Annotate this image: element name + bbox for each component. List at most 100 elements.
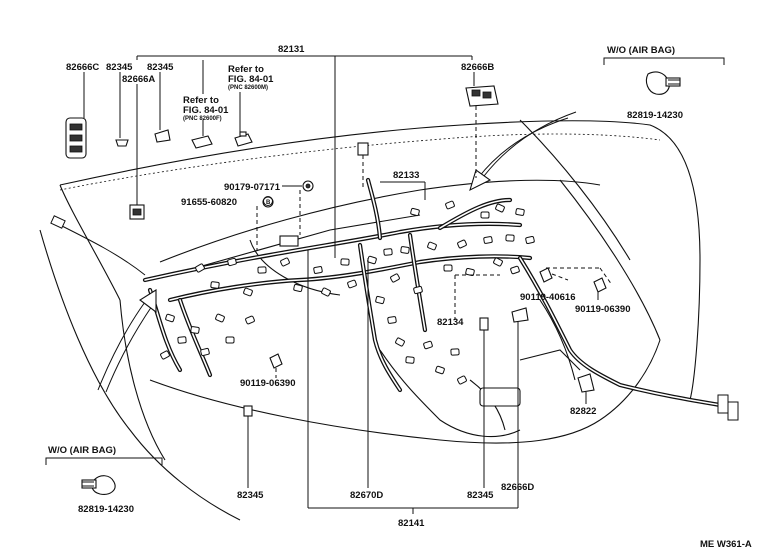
label-82666B: 82666B [461, 62, 494, 73]
harness-connector [243, 287, 253, 297]
component-82345-top [154, 129, 171, 143]
car-body-outline [39, 119, 701, 521]
harness-connector [390, 273, 400, 283]
component-90119-40616-bolt [539, 267, 553, 283]
label-82670D: 82670D [350, 490, 383, 501]
airbag-top-heading: W/O (AIR BAG) [607, 45, 675, 56]
label-82134: 82134 [437, 317, 464, 328]
label-90119-06390-bottom: 90119-06390 [240, 378, 295, 389]
harness-connector [293, 284, 303, 292]
harness-connector [423, 340, 433, 350]
harness-connector [367, 255, 377, 265]
refer1-line1: Refer to [183, 95, 219, 106]
harness-connector [225, 336, 235, 344]
harness-connector [280, 257, 290, 267]
label-91655-60820: 91655-60820 [181, 197, 237, 208]
component-ref-82600M [234, 131, 253, 147]
label-82345-a: 82345 [106, 62, 133, 73]
harness-connector [347, 279, 357, 289]
harness-connector [457, 239, 467, 249]
harness-connector [387, 316, 397, 324]
harness-connector [215, 313, 225, 323]
component-90119-06390-right-bolt [593, 277, 607, 293]
harness-connector [410, 207, 420, 217]
component-82133 [357, 142, 369, 156]
airbag-top-part: 82819-14230 [627, 110, 683, 121]
refer1-line2: FIG. 84-01 [183, 105, 229, 116]
harness-connector [495, 203, 505, 213]
bolt-marker-circle [263, 196, 273, 206]
refer2-line3: (PNC 82600M) [228, 85, 268, 91]
harness-connector [515, 208, 525, 216]
direction-arrow-left [97, 289, 157, 393]
harness-connector [483, 236, 493, 244]
harness-connector [165, 313, 175, 323]
harness-connector [427, 241, 437, 251]
harness-connector [177, 336, 187, 344]
component-82822 [577, 373, 595, 393]
label-82345-d: 82345 [467, 490, 494, 501]
main-wire-harness [50, 177, 739, 421]
direction-arrow-right [469, 111, 577, 192]
harness-connector [405, 356, 415, 364]
label-82666A: 82666A [122, 74, 155, 85]
leader-lines [45, 55, 725, 514]
airbag-bottom-part: 82819-14230 [78, 504, 134, 515]
label-90119-40616: 90119-40616 [520, 292, 575, 303]
harness-connector [257, 266, 267, 274]
label-82133: 82133 [393, 170, 419, 181]
component-90179-07171-clip [302, 180, 314, 192]
harness-connector [480, 211, 490, 219]
harness-connector [190, 326, 200, 334]
harness-connector [413, 285, 423, 295]
harness-connector [510, 265, 520, 275]
harness-connector [450, 348, 460, 356]
refer2-line1: Refer to [228, 64, 264, 75]
harness-connector [493, 257, 503, 267]
harness-connector [227, 257, 237, 267]
harness-connector [195, 263, 205, 273]
airbag-bottom-heading: W/O (AIR BAG) [48, 445, 116, 456]
harness-connector [445, 200, 455, 210]
label-82345-c: 82345 [237, 490, 264, 501]
component-ref-82600F [191, 135, 213, 149]
label-82345-b: 82345 [147, 62, 174, 73]
harness-connector [457, 375, 467, 385]
label-82131: 82131 [278, 44, 305, 55]
component-82666D [511, 307, 529, 323]
label-82822: 82822 [570, 406, 596, 417]
component-82666A [129, 204, 145, 220]
harness-connector [400, 246, 410, 254]
harness-connector [443, 264, 453, 272]
harness-connector [525, 235, 535, 245]
component-82666B [465, 85, 499, 107]
component-90119-06390-bottom-bolt [269, 353, 283, 369]
harness-connector [505, 234, 515, 242]
component-82345-top-left [115, 139, 129, 147]
harness-connector [340, 258, 350, 266]
harness-connector [245, 315, 255, 325]
label-82666D: 82666D [501, 482, 534, 493]
harness-connector [383, 248, 393, 256]
footer-code: ME W361-A [700, 539, 752, 550]
harness-connector [435, 365, 445, 375]
label-82666C: 82666C [66, 62, 99, 73]
label-90119-06390-right: 90119-06390 [575, 304, 630, 315]
bolt-marker-letter: B [266, 200, 271, 206]
harness-connector [200, 347, 210, 357]
harness-connector [210, 281, 220, 289]
label-90179-07171: 90179-07171 [224, 182, 281, 193]
harness-connector [395, 337, 405, 347]
harness-connector [321, 287, 331, 297]
harness-connector [313, 266, 323, 274]
harness-connector [375, 295, 385, 305]
callout-labels: 82131 82666C 82345 82345 82666A Refer to… [48, 44, 752, 550]
component-82345-bottom-left [243, 405, 253, 417]
harness-connector [160, 350, 170, 360]
component-82134 [479, 317, 489, 331]
component-airbag-bottom [81, 475, 116, 495]
component-82666C [65, 117, 87, 159]
refer1-line3: (PNC 82600F) [183, 116, 222, 122]
component-airbag-top [645, 71, 681, 95]
